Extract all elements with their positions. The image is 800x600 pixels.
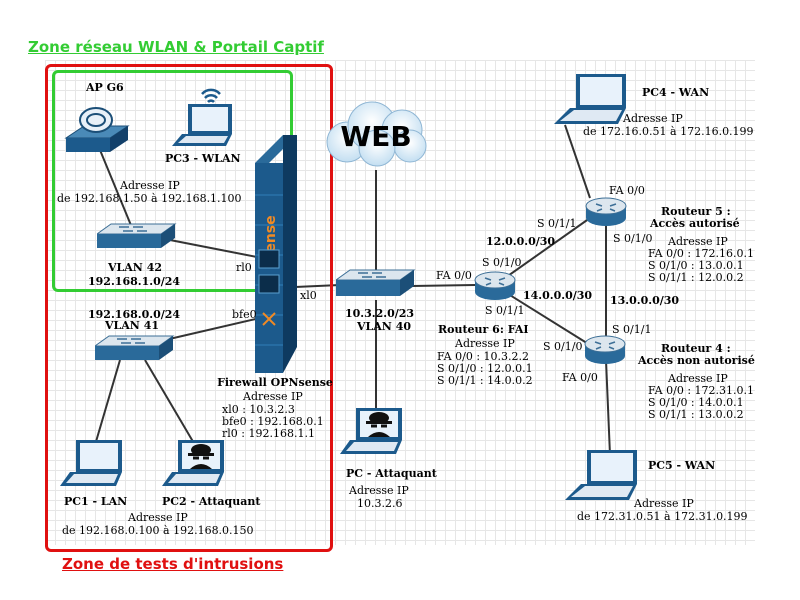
internet-cloud: WEB xyxy=(326,101,427,167)
ap-name: AP G6 xyxy=(86,81,124,94)
lan-addr-title: Adresse IP xyxy=(128,511,188,524)
r4-port-fa: FA 0/0 xyxy=(562,371,598,384)
pc3-name: PC3 - WLAN xyxy=(165,152,241,165)
link-vlan41-firewall xyxy=(164,317,261,341)
r5-addr-fa: FA 0/0 : 172.16.0.1 xyxy=(648,247,754,260)
pc4-addr-title: Adresse IP xyxy=(623,112,683,125)
vlan40-name: VLAN 40 xyxy=(357,320,411,333)
cloud-label: WEB xyxy=(340,120,411,153)
laptop-attacker-pc2-icon xyxy=(162,440,224,486)
link-r5-pc4 xyxy=(564,124,591,199)
access-point-icon xyxy=(64,107,130,152)
r4-port-s011: S 0/1/1 xyxy=(612,323,652,336)
laptop-pc4-icon xyxy=(554,74,626,124)
r4-port-s010: S 0/1/0 xyxy=(543,340,583,353)
r6-addr-s010: S 0/1/0 : 12.0.0.1 xyxy=(437,362,533,375)
r5-name1: Routeur 5 : xyxy=(661,205,731,218)
pc4-addr-range: de 172.16.0.51 à 172.16.0.199 xyxy=(583,125,754,138)
r5-port-s010: S 0/1/0 xyxy=(613,232,653,245)
vlan40-subnet: 10.3.2.0/23 xyxy=(345,307,415,320)
firewall-addr-title: Adresse IP xyxy=(243,390,303,403)
lan-addr-range: de 192.168.0.100 à 192.168.0.150 xyxy=(62,524,254,537)
r6-port-fa: FA 0/0 xyxy=(436,269,472,282)
r6-addr-s011: S 0/1/1 : 14.0.0.2 xyxy=(437,374,533,387)
firewall-addr-xl0: xl0 : 10.3.2.3 xyxy=(222,403,295,416)
router-r5-icon xyxy=(585,197,627,226)
link-ap-vlan42 xyxy=(99,149,136,236)
pcatt-addr-title: Adresse IP xyxy=(349,484,409,497)
ap-addr-title: Adresse IP xyxy=(120,179,180,192)
pcatt-addr: 10.3.2.6 xyxy=(357,497,403,510)
pc5-addr-title: Adresse IP xyxy=(634,497,694,510)
switch-vlan42-icon xyxy=(97,223,177,248)
laptop-pc5-icon xyxy=(565,450,637,500)
router-r6-icon xyxy=(474,271,516,300)
r6-port-s011: S 0/1/1 xyxy=(485,304,525,317)
link-r4-pc5 xyxy=(605,359,611,456)
zone-intrusion-title: Zone de tests d'intrusions xyxy=(62,555,284,573)
switch-vlan40-icon xyxy=(336,269,416,296)
pc5-addr-range: de 172.31.0.51 à 172.31.0.199 xyxy=(577,510,748,523)
vlan42-subnet: 192.168.1.0/24 xyxy=(88,275,181,288)
zone-wlan-title: Zone réseau WLAN & Portail Captif xyxy=(28,38,324,56)
pc4-name: PC4 - WAN xyxy=(642,86,710,99)
laptop-attacker-icon xyxy=(340,408,402,454)
r6-addr-title: Adresse IP xyxy=(455,337,515,350)
r6-port-s010: S 0/1/0 xyxy=(482,256,522,269)
r5-addr-s010: S 0/1/0 : 13.0.0.1 xyxy=(648,259,744,272)
net-13: 13.0.0.0/30 xyxy=(610,294,680,307)
firewall-appliance: sense xyxy=(255,135,297,373)
r4-name2: Accès non autorisé xyxy=(638,354,755,367)
r4-addr-s011: S 0/1/1 : 13.0.0.2 xyxy=(648,408,744,421)
link-vlan41-pc1 xyxy=(94,359,121,446)
vlan42-name: VLAN 42 xyxy=(108,261,162,274)
pc1-name: PC1 - LAN xyxy=(64,495,128,508)
r4-name1: Routeur 4 : xyxy=(661,342,731,355)
port-xl0: xl0 xyxy=(300,289,317,302)
r4-addr-title: Adresse IP xyxy=(668,372,728,385)
vlan41-name: VLAN 41 xyxy=(105,319,159,332)
switch-vlan41-icon xyxy=(95,335,175,360)
r5-addr-title: Adresse IP xyxy=(668,235,728,248)
pc5-name: PC5 - WAN xyxy=(648,459,716,472)
router-r4-icon xyxy=(584,335,626,364)
port-rl0: rl0 xyxy=(236,261,252,274)
ap-addr-range: de 192.168.1.50 à 192.168.1.100 xyxy=(57,192,242,205)
firewall-addr-bfe0: bfe0 : 192.168.0.1 xyxy=(222,415,324,428)
firewall-addr-rl0: rl0 : 192.168.1.1 xyxy=(222,427,315,440)
net-14: 14.0.0.0/30 xyxy=(523,289,593,302)
r5-name2: Accès autorisé xyxy=(650,217,740,230)
port-bfe0: bfe0 xyxy=(232,308,257,321)
vlan41-subnet: 192.168.0.0/24 xyxy=(88,308,181,321)
zone-intrusion-box xyxy=(45,64,333,552)
link-vlan42-firewall xyxy=(169,239,263,259)
pcatt-name: PC - Attaquant xyxy=(346,467,437,480)
link-vlan40-r6 xyxy=(411,284,476,287)
r5-port-fa: FA 0/0 xyxy=(609,184,645,197)
link-r6-r4 xyxy=(504,291,591,346)
net-12: 12.0.0.0/30 xyxy=(486,235,556,248)
r5-addr-s011: S 0/1/1 : 12.0.0.2 xyxy=(648,271,744,284)
link-r6-r5 xyxy=(504,217,591,279)
firewall-name: Firewall OPNsense xyxy=(217,376,333,389)
r5-port-s011: S 0/1/1 xyxy=(537,217,577,230)
laptop-pc1-icon xyxy=(60,440,122,486)
laptop-wifi-icon xyxy=(172,88,232,146)
link-vlan41-pc2 xyxy=(144,359,196,446)
r6-name: Routeur 6: FAI xyxy=(438,323,529,336)
r4-addr-fa: FA 0/0 : 172.31.0.1 xyxy=(648,384,754,397)
r4-addr-s010: S 0/1/0 : 14.0.0.1 xyxy=(648,396,744,409)
pc2-name: PC2 - Attaquant xyxy=(162,495,261,508)
r6-addr-fa: FA 0/0 : 10.3.2.2 xyxy=(437,350,530,363)
